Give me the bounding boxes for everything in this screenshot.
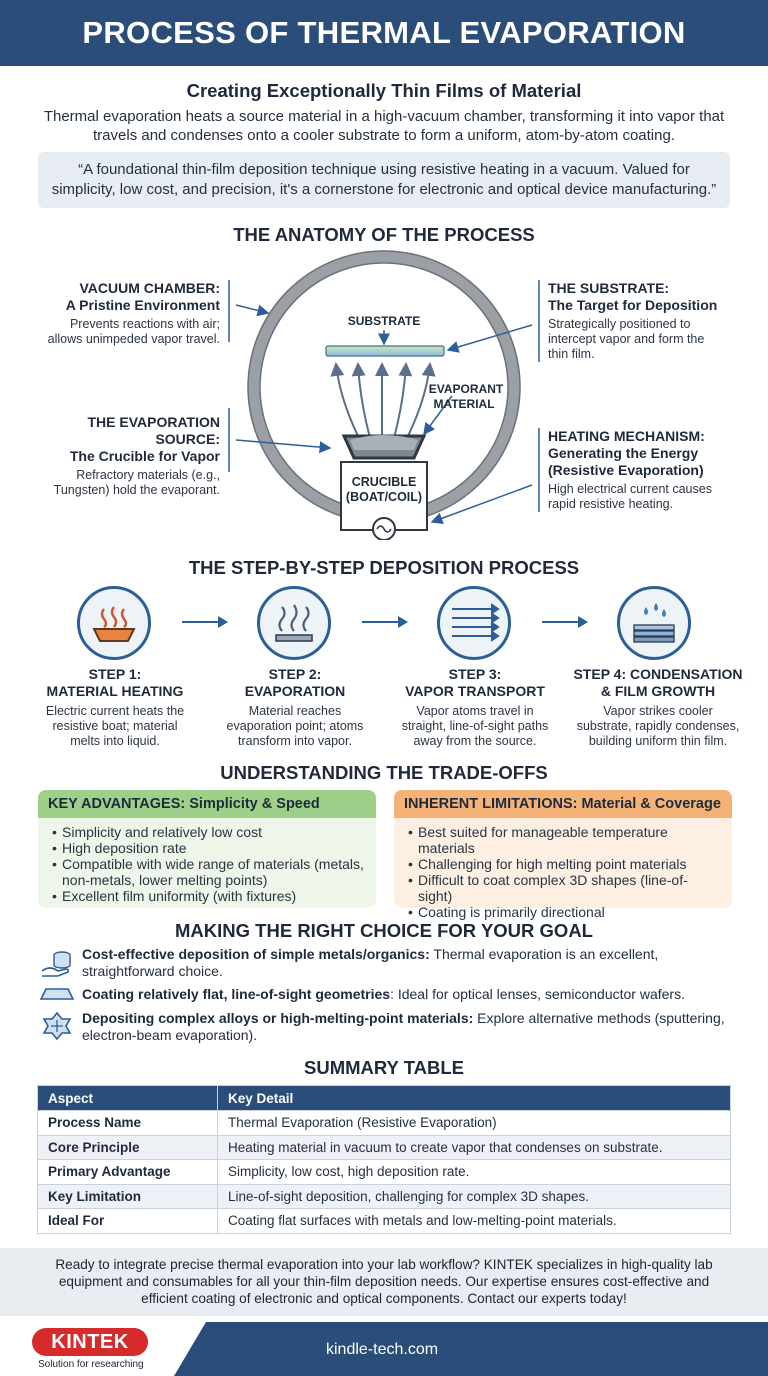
limitations-list: Best suited for manageable temperature m… [394,818,732,920]
crucible-label-2: (BOAT/COIL) [346,490,422,504]
table-header-row: Aspect Key Detail [37,1085,731,1111]
advantages-box: KEY ADVANTAGES: Simplicity & Speed Simpl… [38,790,376,908]
intro-quote: “A foundational thin-film deposition tec… [38,152,730,208]
list-item: Simplicity and relatively low cost [52,824,364,840]
limitations-box: INHERENT LIMITATIONS: Material & Coverag… [394,790,732,920]
complex-shape-icon [42,1011,72,1041]
intro-body: Thermal evaporation heats a source mater… [43,108,725,144]
step-3: STEP 3: VAPOR TRANSPORT Vapor atoms trav… [401,666,549,748]
brand-tagline: Solution for researching [38,1359,144,1370]
flat-wafer-icon [40,988,74,1000]
step-arrow-3 [542,616,588,628]
choice-heading: MAKING THE RIGHT CHOICE FOR YOUR GOAL [175,920,593,941]
evaporant-label-1: EVAPORANT [429,382,504,396]
vapor-transport-icon [452,603,500,642]
substrate-label: SUBSTRATE [348,314,420,328]
intro-subtitle: Creating Exceptionally Thin Films of Mat… [186,80,582,101]
evaporation-icon [275,604,313,642]
summary-heading: SUMMARY TABLE [304,1057,464,1078]
evaporant-label-2: MATERIAL [433,397,494,411]
call-to-action: Ready to integrate precise thermal evapo… [0,1248,768,1316]
advantages-title: KEY ADVANTAGES: Simplicity & Speed [38,790,376,818]
list-item: Coating is primarily directional [408,904,720,920]
condensation-icon [633,603,675,643]
step-arrow-1 [182,616,228,628]
crucible-label-1: CRUCIBLE [352,475,417,489]
step-1-icon-circle [77,586,151,660]
evaporation-chamber-diagram: SUBSTRATE EVAPORANT MATERIAL CRUCIBLE (B… [228,250,540,540]
choice-item-2: Coating relatively flat, line-of-sight g… [82,986,685,1002]
step-arrow-2 [362,616,408,628]
list-item: High deposition rate [52,840,364,856]
substrate-callout: THE SUBSTRATE: The Target for Deposition… [548,280,718,361]
steps-heading: THE STEP-BY-STEP DEPOSITION PROCESS [188,557,580,578]
list-item: Excellent film uniformity (with fixtures… [52,888,364,904]
step-4-icon-circle [617,586,691,660]
coins-hand-icon [41,951,71,977]
page-title: PROCESS OF THERMAL EVAPORATION [82,15,686,50]
substrate-plate [325,345,445,357]
choice-item-3: Depositing complex alloys or high-meltin… [82,1010,725,1043]
evaporation-source-callout: THE EVAPORATION SOURCE: The Crucible for… [53,414,220,497]
step-3-icon-circle [437,586,511,660]
list-item: Difficult to coat complex 3D shapes (lin… [408,872,720,904]
heating-mechanism-callout: HEATING MECHANISM: Generating the Energy… [548,428,712,511]
tradeoffs-heading: UNDERSTANDING THE TRADE-OFFS [220,762,548,783]
website-link[interactable]: kindle-tech.com [326,1341,439,1358]
column-header: Key Detail [217,1085,731,1111]
step-2-icon-circle [257,586,331,660]
vacuum-chamber-callout: VACUUM CHAMBER: A Pristine Environment P… [47,280,220,346]
step-1: STEP 1: MATERIAL HEATING Electric curren… [45,666,185,748]
choice-item-1: Cost-effective deposition of simple meta… [82,946,659,979]
advantages-list: Simplicity and relatively low cost High … [38,818,376,904]
step-4: STEP 4: CONDENSATION & FILM GROWTH Vapor… [573,666,743,748]
list-item: Challenging for high melting point mater… [408,856,720,872]
anatomy-heading: THE ANATOMY OF THE PROCESS [233,224,535,245]
page-header: PROCESS OF THERMAL EVAPORATION [0,0,768,66]
vapor-arrows [330,362,436,441]
heating-icon [92,606,136,642]
list-item: Best suited for manageable temperature m… [408,824,720,856]
column-header: Aspect [37,1085,218,1111]
limitations-title: INHERENT LIMITATIONS: Material & Coverag… [394,790,732,818]
kintek-logo[interactable]: KINTEK [32,1328,148,1356]
list-item: Compatible with wide range of materials … [52,856,364,888]
